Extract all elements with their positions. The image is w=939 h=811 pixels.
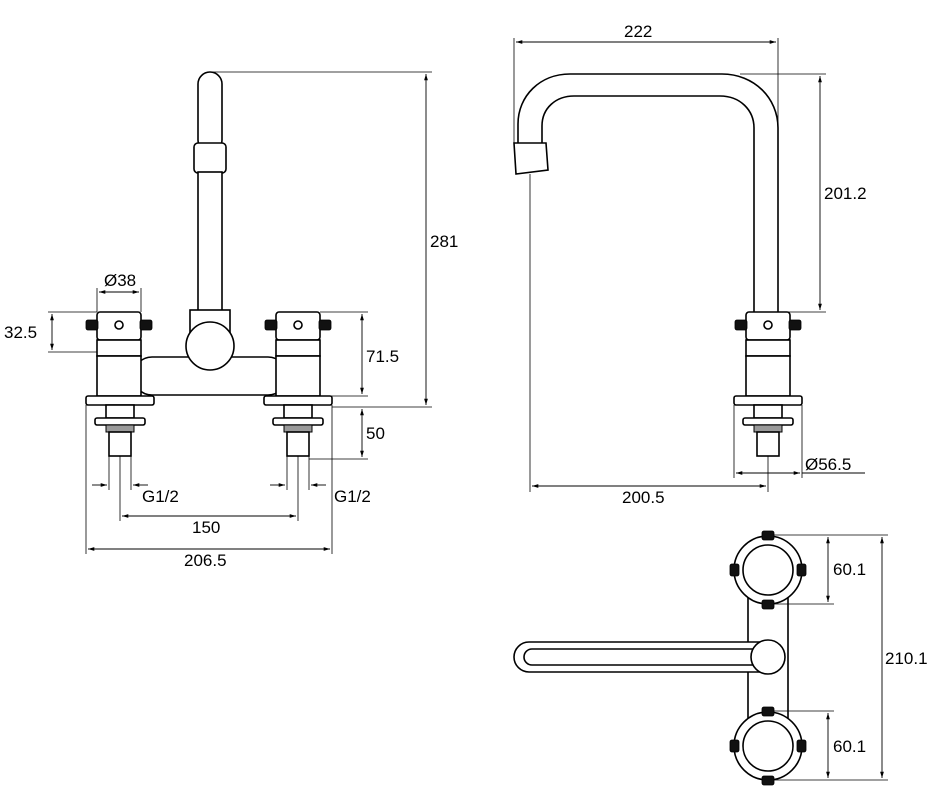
label-height-total: 281 [430,232,458,251]
side-view: 222 201.2 Ø56.5 200.5 [513,22,867,507]
label-handle-spacing-top: 60.1 [833,560,866,579]
spout-arc [513,73,779,312]
top-view: 60.1 60.1 210.1 [513,530,928,786]
dim-shank-length: 50 [309,409,385,460]
dim-overall-length: 210.1 [834,534,928,781]
body-bridge [132,321,288,396]
dim-overall-width: 206.5 [85,405,333,570]
dim-spout-height: 201.2 [740,73,867,313]
spout-riser [189,71,231,355]
right-valve [263,311,333,457]
label-overall-width: 206.5 [184,551,227,570]
label-shank-length: 50 [366,424,385,443]
dim-base-diameter: Ø56.5 [733,405,865,478]
dim-handle-spacing-bottom: 60.1 [774,710,866,781]
dim-handle-diameter: Ø38 [96,271,142,312]
dim-handle-spacing-top: 60.1 [774,534,866,605]
label-base-diameter: Ø56.5 [805,455,851,474]
dim-body-height: 71.5 [320,311,399,397]
label-reach: 200.5 [622,488,665,507]
top-handle-lower [729,706,807,786]
label-spout-height: 201.2 [824,184,867,203]
label-handle-spacing-bottom: 60.1 [833,737,866,756]
dim-spout-projection: 222 [513,22,779,143]
dim-height-total: 281 [212,71,458,408]
label-thread-right: G1/2 [334,487,371,506]
dim-centers: 150 [119,456,299,537]
label-overall-length: 210.1 [885,649,928,668]
label-spout-projection: 222 [624,22,652,41]
label-handle-diameter: Ø38 [104,271,136,290]
front-view: 281 Ø38 32.5 71.5 50 [4,71,458,570]
label-body-height: 71.5 [366,347,399,366]
label-centers: 150 [192,518,220,537]
side-valve [733,311,803,457]
label-handle-height: 32.5 [4,323,37,342]
dim-reach: 200.5 [529,174,769,507]
dim-handle-height: 32.5 [4,311,97,353]
label-thread-left: G1/2 [142,487,179,506]
top-spout [513,639,786,675]
top-handle-upper [729,530,807,610]
left-valve [85,311,155,457]
dim-thread-left: G1/2 [92,456,179,506]
dim-thread-right: G1/2 [270,456,371,506]
